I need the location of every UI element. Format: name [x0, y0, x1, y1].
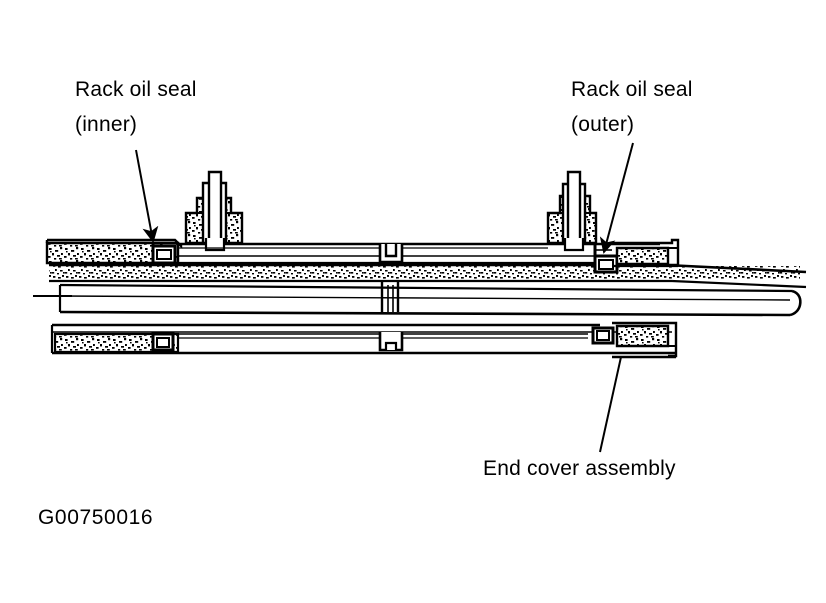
- label-rack-oil-seal-inner-line2: (inner): [75, 113, 137, 136]
- rack-oil-seal-inner: [151, 243, 177, 266]
- callout-leaders: [135, 142, 634, 453]
- housing-detail-lines: [178, 247, 612, 339]
- rack-oil-seal-outer-lower: [591, 326, 615, 345]
- rack-housing-assembly: [33, 170, 807, 359]
- cylinder-port-left: [184, 170, 244, 252]
- figure-code: G00750016: [38, 506, 153, 529]
- center-stop-groove: [378, 244, 404, 352]
- diagram-labels: Rack oil seal (inner) Rack oil seal (out…: [38, 78, 693, 529]
- rack-oil-seal-inner-lower: [151, 332, 175, 352]
- cylinder-port-right: [546, 170, 598, 252]
- label-end-cover-assembly: End cover assembly: [483, 457, 676, 480]
- leader-end-cover-assembly: [599, 356, 622, 453]
- label-rack-oil-seal-outer-line1: Rack oil seal: [571, 78, 693, 101]
- rack-oil-seal-outer: [593, 243, 619, 274]
- end-cover-assembly-lower: [612, 321, 678, 359]
- label-rack-oil-seal-outer-line2: (outer): [571, 113, 634, 136]
- end-cover-assembly-upper: [612, 238, 680, 268]
- label-rack-oil-seal-inner-line1: Rack oil seal: [75, 78, 197, 101]
- rack-shaft-end-cap: [789, 289, 802, 317]
- leader-rack-oil-seal-outer: [599, 142, 634, 254]
- rack-shaft: [58, 283, 802, 317]
- leader-rack-oil-seal-inner: [135, 149, 159, 243]
- gear-housing-lower-body: [52, 323, 672, 333]
